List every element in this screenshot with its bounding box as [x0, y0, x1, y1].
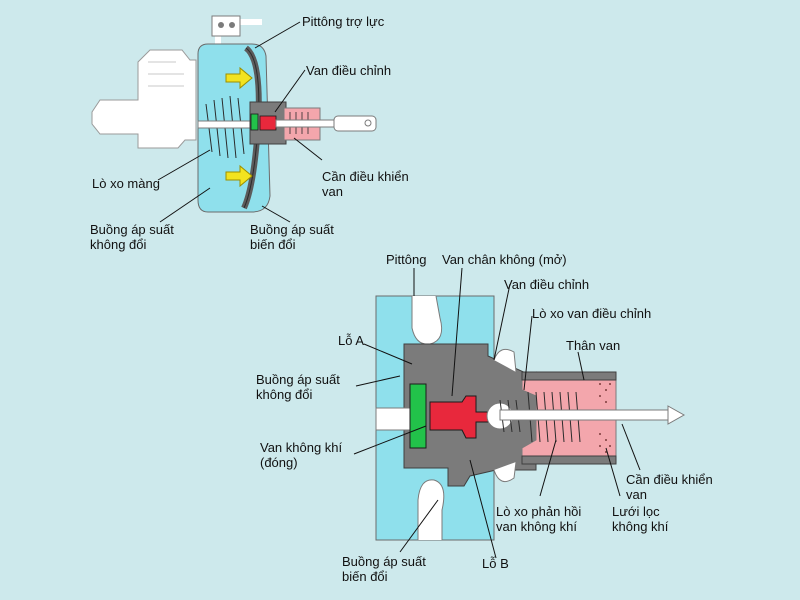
bottom-label-const-chamber-1: Buồng áp suất — [256, 372, 340, 387]
bottom-label-piston: Pittông — [386, 252, 426, 267]
bottom-label-valve-rod-1: Cần điều khiển — [626, 472, 713, 487]
top-rod-clevis — [333, 115, 377, 132]
bottom-outer-shell-top — [521, 371, 617, 381]
bottom-outer-shell-bottom — [521, 455, 617, 465]
top-master-cylinder — [91, 49, 197, 149]
bottom-label-valve-body: Thân van — [566, 338, 620, 353]
bottom-label-port-a: Lỗ A — [338, 333, 364, 348]
top-label-piston: Pittông trợ lực — [302, 14, 385, 29]
top-booster-assembly: Pittông trợ lực Van điều chỉnh Lò xo màn… — [90, 14, 409, 252]
bottom-label-air-filter-2: không khí — [612, 519, 669, 534]
top-label-var-chamber-1: Buồng áp suất — [250, 222, 334, 237]
bottom-label-vacuum-valve: Van chân không (mở) — [442, 252, 567, 267]
bottom-label-control-valve: Van điều chỉnh — [504, 277, 589, 292]
bottom-seal-upper — [493, 348, 517, 373]
bottom-label-return-spring-2: van không khí — [496, 519, 577, 534]
top-label-diaphragm-spring: Lò xo màng — [92, 176, 160, 191]
top-label-const-chamber-2: không đổi — [90, 237, 146, 252]
bottom-valve-assembly: Pittông Van chân không (mở) Van điều chỉ… — [256, 252, 713, 584]
top-valve-green — [250, 113, 259, 131]
top-label-valve-rod-1: Cần điều khiển — [322, 169, 409, 184]
bottom-valve-rod — [499, 409, 669, 421]
bottom-label-var-chamber-1: Buồng áp suất — [342, 554, 426, 569]
bottom-valve-rod-arrow — [667, 405, 686, 425]
top-label-valve-rod-2: van — [322, 184, 343, 199]
bottom-air-filter-mesh — [599, 383, 611, 453]
bottom-seal-lower — [493, 461, 517, 483]
top-valve-red — [259, 115, 277, 131]
bottom-label-port-b: Lỗ B — [482, 556, 509, 571]
top-push-rod — [197, 120, 251, 129]
bottom-reaction-disc — [409, 383, 427, 449]
bottom-label-air-filter-1: Lưới lọc — [612, 504, 660, 519]
top-arrow-lower — [225, 164, 253, 188]
top-label-var-chamber-2: biến đổi — [250, 237, 296, 252]
top-check-valve — [211, 15, 241, 37]
bottom-label-const-chamber-2: không đổi — [256, 387, 312, 402]
top-label-const-chamber-1: Buồng áp suất — [90, 222, 174, 237]
top-arrow-upper — [225, 66, 253, 90]
bottom-label-valve-rod-2: van — [626, 487, 647, 502]
bottom-label-return-spring-1: Lò xo phản hồi — [496, 504, 581, 519]
bottom-left-rod — [375, 407, 413, 431]
top-label-control-valve: Van điều chỉnh — [306, 63, 391, 78]
bottom-piston-diaphragm-top — [411, 295, 443, 345]
bottom-label-var-chamber-2: biến đổi — [342, 569, 388, 584]
bottom-label-cv-spring: Lò xo van điều chỉnh — [532, 306, 651, 321]
bottom-label-air-valve-2: (đóng) — [260, 455, 298, 470]
bottom-label-air-valve-1: Van không khí — [260, 440, 343, 455]
